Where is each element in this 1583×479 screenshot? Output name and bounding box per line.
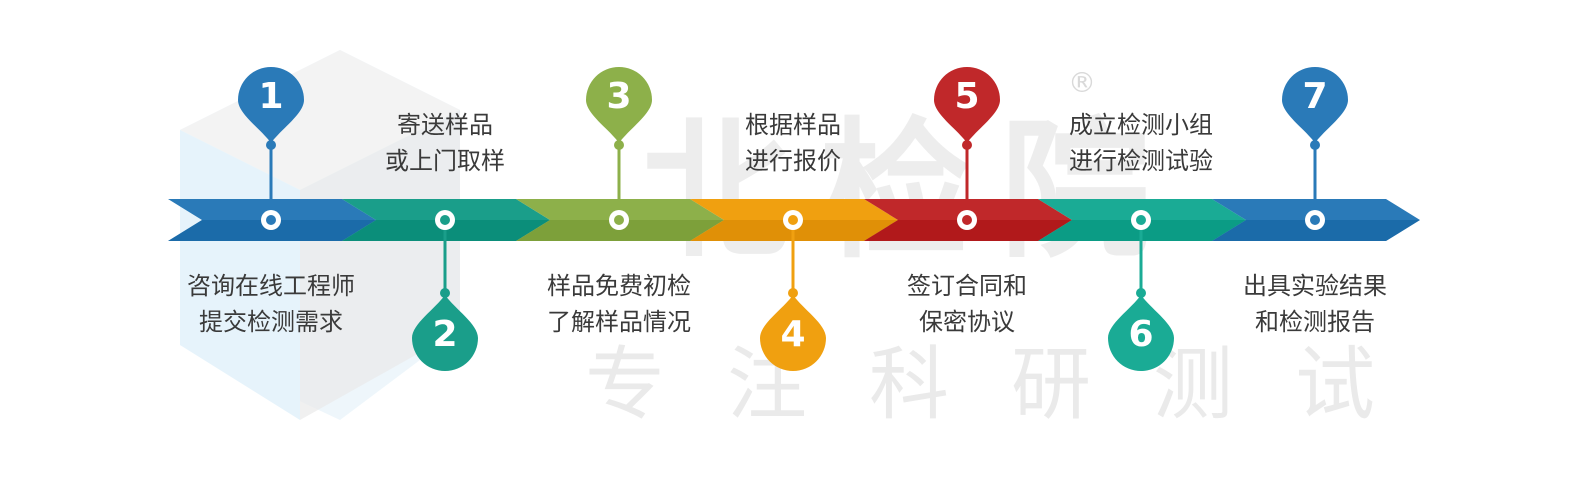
step-label-5: 签订合同和 保密协议 <box>907 272 1027 336</box>
connector-dot-5 <box>962 140 972 150</box>
center-dot-6 <box>1136 215 1146 225</box>
watermark-registered-mark: ® <box>1068 66 1096 99</box>
step-pin-3 <box>586 67 652 143</box>
connector-dot-4 <box>788 288 798 298</box>
step-label-4: 根据样品 进行报价 <box>745 111 841 175</box>
step-number-2: 2 <box>432 314 458 355</box>
center-dot-1 <box>266 215 276 225</box>
step-pin-4 <box>760 295 826 371</box>
center-dot-5 <box>962 215 972 225</box>
step-number-7: 7 <box>1302 76 1328 117</box>
connector-dot-6 <box>1136 288 1146 298</box>
step-number-1: 1 <box>258 76 284 117</box>
center-dot-7 <box>1310 215 1320 225</box>
center-dot-4 <box>788 215 798 225</box>
step-label-3: 样品免费初检 了解样品情况 <box>547 272 691 336</box>
step-number-3: 3 <box>606 76 632 117</box>
arrow-segment-shade-5 <box>864 220 1072 241</box>
connector-dot-1 <box>266 140 276 150</box>
watermark-slogan-text: 专注科研测试 <box>585 338 1437 431</box>
step-number-5: 5 <box>954 76 980 117</box>
arrow-segment-shade-3 <box>516 220 724 241</box>
center-dot-2 <box>440 215 450 225</box>
arrow-segment-shade-1 <box>168 220 376 241</box>
connector-dot-7 <box>1310 140 1320 150</box>
step-number-6: 6 <box>1128 314 1154 355</box>
step-label-6: 成立检测小组 进行检测试验 <box>1069 111 1213 175</box>
step-number-4: 4 <box>780 314 806 355</box>
step-pin-2 <box>412 295 478 371</box>
step-pin-6 <box>1108 295 1174 371</box>
step-label-2: 寄送样品 或上门取样 <box>385 111 505 175</box>
watermark-brand-text: 北检院 <box>640 105 1181 279</box>
step-pin-5 <box>934 67 1000 143</box>
step-label-7: 出具实验结果 和检测报告 <box>1243 272 1387 336</box>
arrow-segment-shade-7 <box>1212 220 1420 241</box>
connector-dot-3 <box>614 140 624 150</box>
connector-dot-2 <box>440 288 450 298</box>
center-dot-3 <box>614 215 624 225</box>
step-pin-7 <box>1282 67 1348 143</box>
step-pin-1 <box>238 67 304 143</box>
step-label-1: 咨询在线工程师 提交检测需求 <box>187 272 355 336</box>
